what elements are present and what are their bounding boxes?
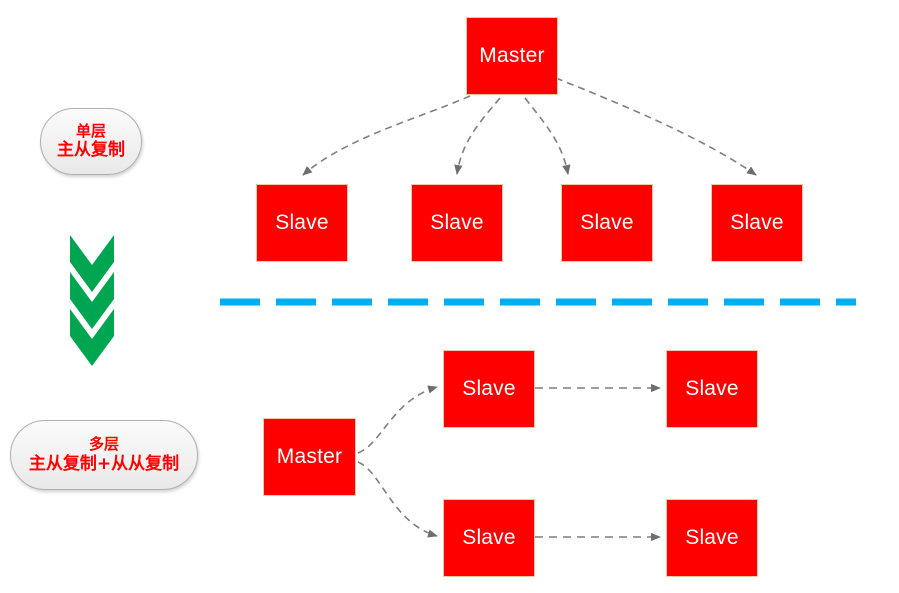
chevron-down-icon-3 <box>70 309 114 366</box>
edge-master-to-slave-2 <box>454 97 501 175</box>
node-slave-tier2-bottom[interactable]: Slave <box>666 499 758 577</box>
label-multi-tier-line1: 多层 <box>88 435 119 453</box>
node-master-top-label: Master <box>479 44 545 67</box>
node-slave-top-2[interactable]: Slave <box>411 184 503 262</box>
node-slave-tier2-bottom-label: Slave <box>685 526 739 549</box>
chevron-down-icon-2 <box>70 272 114 329</box>
label-multi-tier: 多层 主从复制+从从复制 <box>10 420 198 490</box>
label-single-tier: 单层 主从复制 <box>40 108 142 175</box>
chevron-down-icon-1 <box>70 235 114 292</box>
node-slave-top-2-label: Slave <box>430 211 484 234</box>
node-slave-tier1-top[interactable]: Slave <box>443 350 535 428</box>
node-slave-top-4-label: Slave <box>730 211 784 234</box>
label-single-tier-line2: 主从复制 <box>57 140 125 161</box>
edge-bottom-master-to-slave-top <box>357 385 438 454</box>
label-single-tier-line1: 单层 <box>75 121 106 140</box>
label-multi-tier-line2: 主从复制+从从复制 <box>28 453 180 474</box>
node-master-bottom[interactable]: Master <box>263 418 356 496</box>
node-slave-tier1-bottom-label: Slave <box>462 526 516 549</box>
node-slave-tier2-top-label: Slave <box>685 377 739 400</box>
edge-master-to-slave-1 <box>302 95 471 176</box>
edge-master-to-slave-3 <box>524 97 571 175</box>
node-slave-tier1-bottom[interactable]: Slave <box>443 499 535 577</box>
node-master-bottom-label: Master <box>276 445 343 468</box>
node-slave-top-3[interactable]: Slave <box>561 184 653 262</box>
node-slave-tier1-top-label: Slave <box>462 377 516 400</box>
node-slave-top-3-label: Slave <box>580 211 634 234</box>
node-slave-top-4[interactable]: Slave <box>711 184 803 262</box>
chevron-down-icon-group <box>70 235 114 366</box>
edge-master-to-slave-4 <box>555 77 757 176</box>
node-slave-tier2-top[interactable]: Slave <box>666 350 758 428</box>
node-slave-top-1[interactable]: Slave <box>256 184 348 262</box>
edge-bottom-master-to-slave-bottom <box>357 461 438 538</box>
node-master-top[interactable]: Master <box>466 17 558 95</box>
node-slave-top-1-label: Slave <box>275 211 329 234</box>
